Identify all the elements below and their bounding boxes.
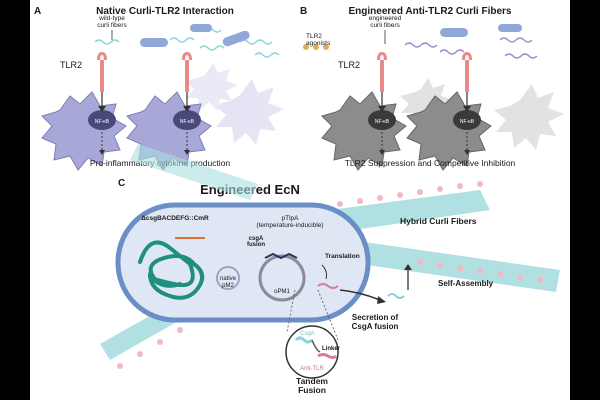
nucleus xyxy=(453,110,481,130)
wild-type-curli-fibers xyxy=(94,27,280,58)
bacterium xyxy=(222,30,250,47)
bacterium xyxy=(498,24,522,32)
self-assembly-label: Self-Assembly xyxy=(438,279,494,288)
native-plasmid xyxy=(216,266,240,290)
panel-c: C Engineered EcN ΔcsgBACDEFG::CmR native… xyxy=(100,144,560,395)
nfkb-label: NF-κB xyxy=(375,119,390,125)
anti-tlr-domain xyxy=(317,353,338,359)
nucleus xyxy=(368,110,396,130)
macrophage-b2: NF-κB xyxy=(406,91,492,171)
panel-b-caption: TLR2 Suppression and Competitive Inhibit… xyxy=(345,158,516,168)
tlr2-agonists xyxy=(303,44,329,50)
faded-macrophage xyxy=(185,63,284,145)
engineered-plasmid xyxy=(258,254,306,302)
csga-domain xyxy=(294,336,314,344)
tlr2-label-a: TLR2 xyxy=(60,60,82,70)
secreted-csga xyxy=(387,293,405,299)
protein-chain xyxy=(317,283,339,289)
deletion-label: ΔcsgBACDEFG::CmR xyxy=(141,215,209,222)
gene-cassette xyxy=(264,252,298,260)
nfkb-label: NF-κB xyxy=(180,119,195,125)
macrophage-b1: NF-κB xyxy=(321,91,407,171)
panel-b-title: Engineered Anti-TLR2 Curli Fibers xyxy=(349,6,512,17)
plasmid-label: oPM1 xyxy=(274,289,290,295)
inset-csga-label: CsgA xyxy=(300,331,315,337)
ecn-cell xyxy=(115,202,371,323)
tlr2-receptor xyxy=(182,52,192,92)
nucleus xyxy=(88,110,116,130)
tlr2-receptor xyxy=(462,52,472,92)
genomic-dna xyxy=(138,240,205,300)
hybrid-fibers-label: Hybrid Curli Fibers xyxy=(400,216,477,226)
nfkb-label: NF-κB xyxy=(460,119,475,125)
tlr2-receptor xyxy=(97,52,107,92)
panel-a-letter: A xyxy=(34,6,41,17)
engineered-curli-fibers xyxy=(404,37,538,59)
macrophage-a1: NF-κB xyxy=(41,91,127,171)
panel-b-letter: B xyxy=(300,6,307,17)
linker xyxy=(311,339,321,353)
bacterium xyxy=(190,24,212,32)
panel-a-title: Native Curli-TLR2 Interaction xyxy=(96,6,234,17)
secretion-arrow xyxy=(339,289,381,301)
tlr2-receptor xyxy=(377,52,387,92)
inset-anti-tlr-label: Anti-TLR xyxy=(300,366,324,372)
translation-label: Translation xyxy=(325,253,360,260)
nfkb-label: NF-κB xyxy=(95,119,110,125)
inset-linker-label: Linker xyxy=(322,346,341,352)
panel-b: B Engineered Anti-TLR2 Curli Fibers NF-κ… xyxy=(300,6,564,171)
nucleus xyxy=(173,110,201,130)
panel-c-letter: C xyxy=(118,178,125,189)
promoter-label: pTlpA(temperature-inducible) xyxy=(256,215,323,229)
bacterium xyxy=(140,38,168,47)
tlr2-label-b: TLR2 xyxy=(338,60,360,70)
panel-a: A Native Curli-TLR2 Interaction NF-κB NF… xyxy=(34,6,284,171)
bacterium xyxy=(440,28,468,37)
